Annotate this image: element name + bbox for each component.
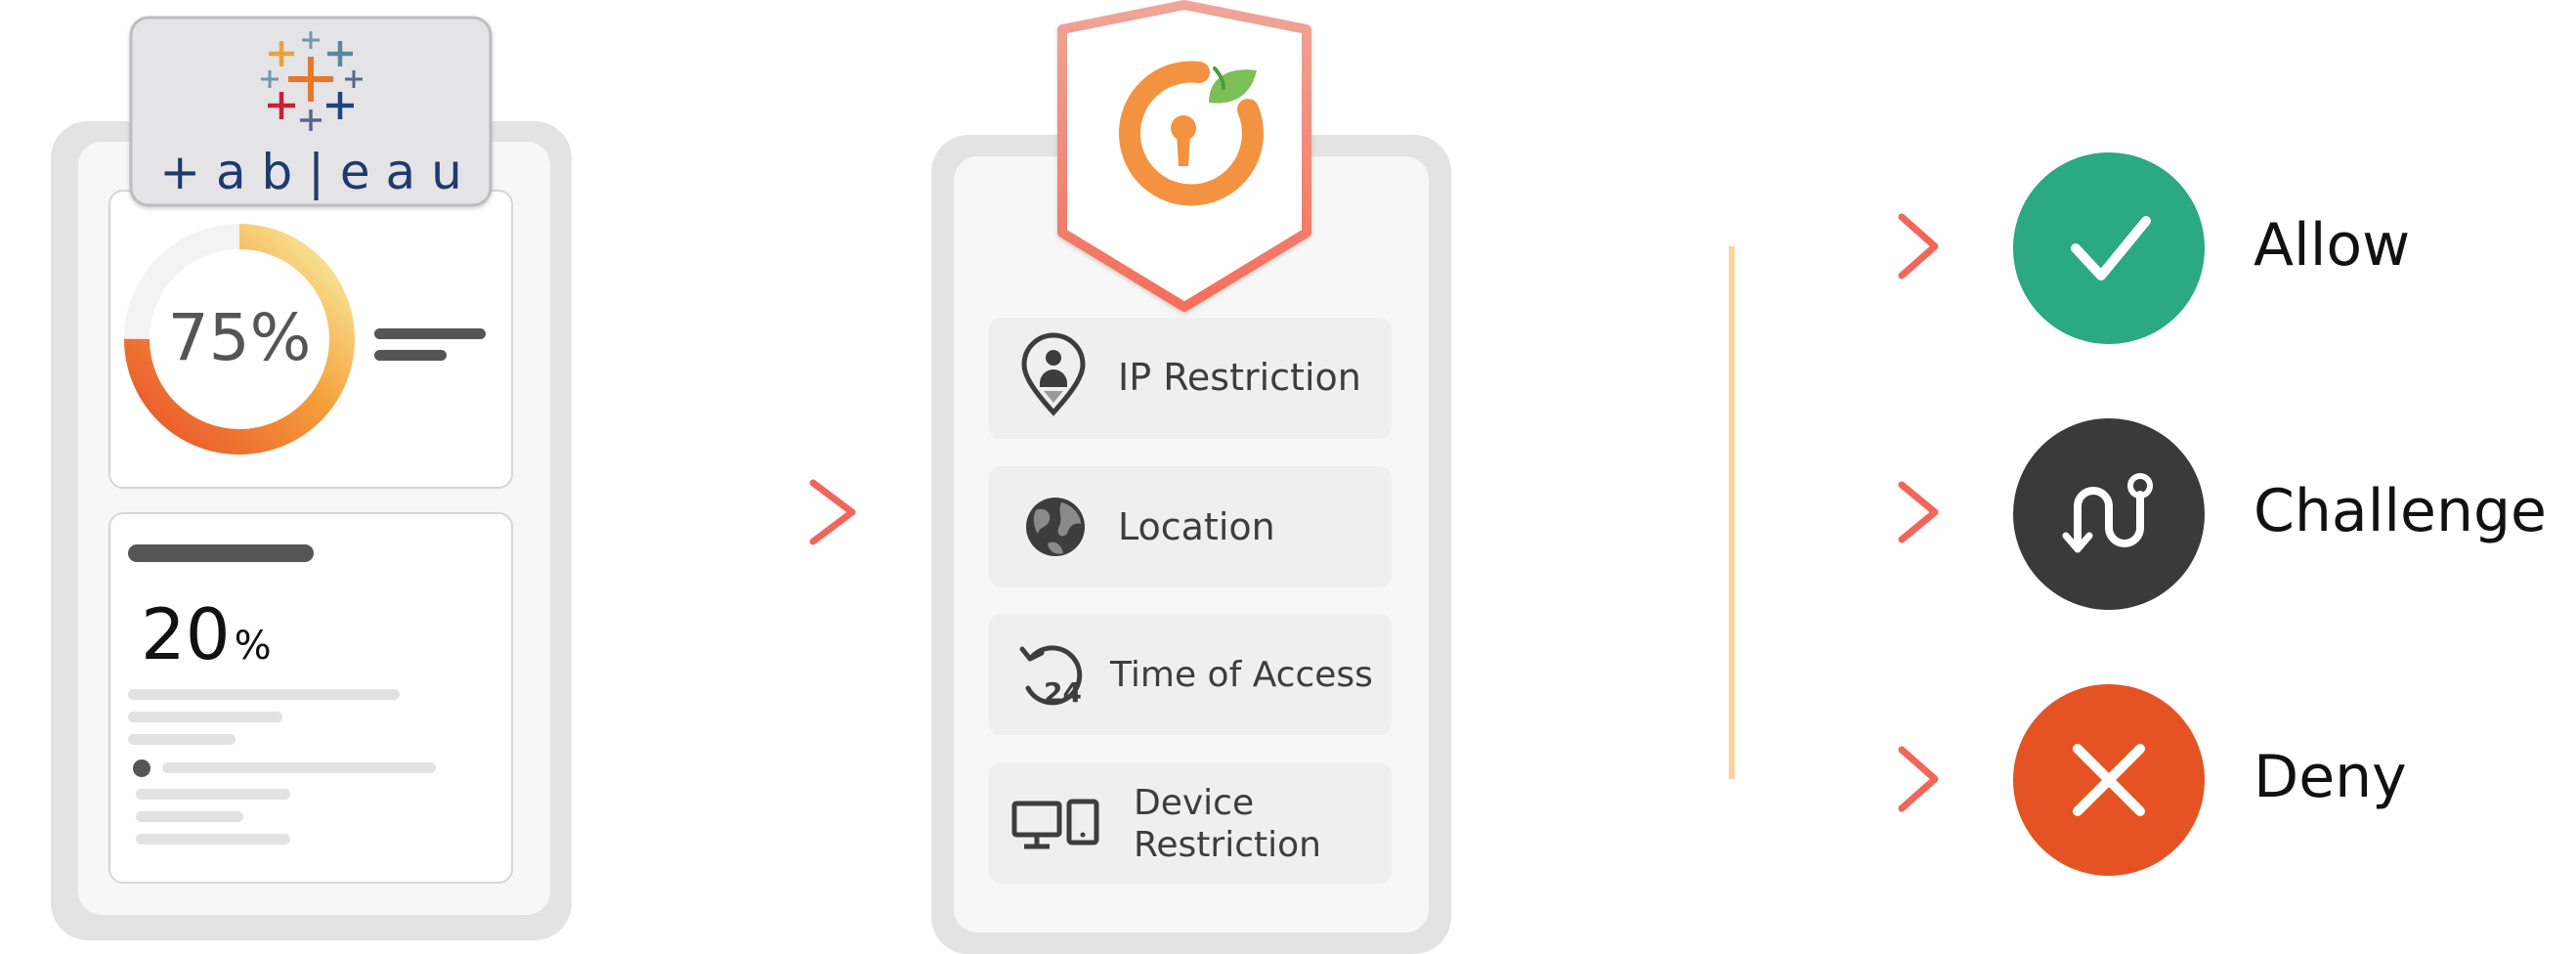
stat-value: 20% [141, 593, 272, 675]
tableau-wordmark: + a b | e a u [159, 144, 462, 200]
stat-line-3 [128, 734, 236, 745]
stat-line-2 [128, 712, 282, 722]
stat-panel: 20% [108, 512, 513, 884]
policy-item-device-restriction[interactable]: Device Restriction [989, 762, 1392, 884]
stat-line-6 [136, 811, 243, 822]
outcome-label: Deny [2254, 743, 2407, 811]
devices-icon [1011, 799, 1099, 849]
policy-item-time-of-access[interactable]: 24 Time of Access [989, 614, 1392, 735]
policy-item-label-line-1: Device [1134, 783, 1254, 823]
gauge-caption-line-2 [374, 350, 447, 361]
clock-24-icon: 24 [1019, 645, 1083, 709]
stat-title-bar [128, 544, 314, 562]
stat-line-1 [128, 689, 400, 700]
allow-badge [2013, 152, 2205, 344]
close-x-icon [2073, 744, 2145, 816]
tableau-crosses-icon [261, 31, 363, 131]
shield-badge [1057, 0, 1311, 312]
outcome-deny[interactable]: Deny [2013, 684, 2407, 876]
gauge-arc [124, 224, 355, 455]
location-pin-icon [1021, 332, 1086, 416]
checkmark-icon [2071, 216, 2151, 281]
policy-item-label: Time of Access [1109, 655, 1373, 695]
gauge-value: 75% [168, 300, 312, 375]
route-icon [2062, 473, 2153, 553]
policy-item-label-line-2: Restriction [1134, 825, 1321, 865]
outcome-label: Challenge [2254, 477, 2547, 545]
arrow-to-policy [645, 479, 856, 545]
outcome-allow[interactable]: Allow [2013, 152, 2410, 344]
stat-bullet [133, 759, 150, 777]
policy-item-label: IP Restriction [1118, 356, 1361, 399]
policy-item-label: Location [1118, 505, 1275, 548]
outcome-challenge[interactable]: Challenge [2013, 418, 2547, 610]
keyhole-lock-icon [1118, 61, 1264, 206]
outcome-label: Allow [2254, 211, 2410, 280]
branch-arrows [1524, 213, 1939, 812]
stat-line-4 [162, 762, 436, 773]
stat-line-5 [136, 789, 290, 800]
gauge-panel: 75% [108, 190, 513, 489]
policy-item-ip-restriction[interactable]: IP Restriction [989, 318, 1392, 439]
gauge-caption-line-1 [374, 328, 486, 339]
stat-line-7 [136, 834, 290, 845]
globe-icon [1026, 498, 1085, 556]
svg-text:24: 24 [1044, 676, 1082, 709]
dashboard-card: 75% 20% [51, 16, 572, 940]
policy-card: IP Restriction Location 24 Time of Acces… [931, 0, 1451, 954]
stat-unit: % [235, 624, 272, 669]
tableau-logo: + a b | e a u [129, 16, 493, 207]
policy-item-location[interactable]: Location [989, 466, 1392, 587]
